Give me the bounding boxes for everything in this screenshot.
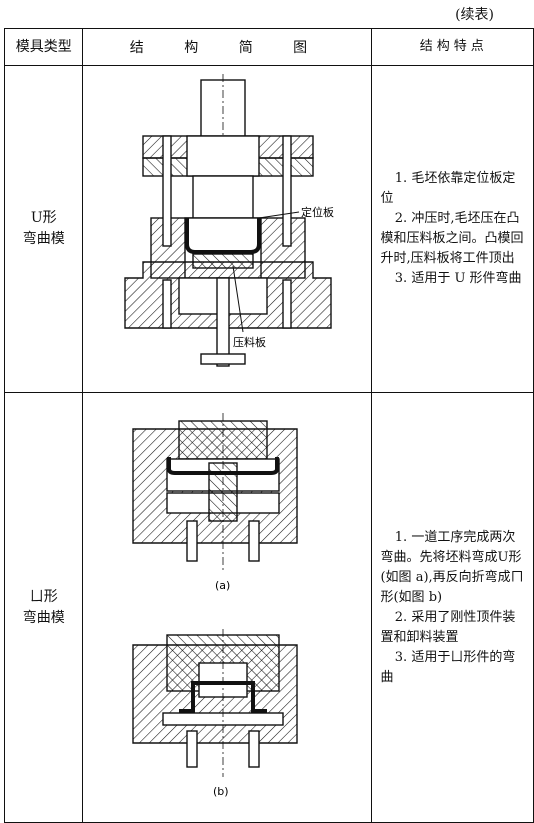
feature-item: 2. 采用了刚性顶件装置和卸料装置: [380, 609, 516, 645]
u-die-drawing: 定位板 压料板: [124, 74, 334, 367]
die-type-table: 模具类型 结 构 简 图 结构特点 U形 弯曲模: [3, 28, 534, 823]
die-type-line: U形: [30, 210, 57, 226]
header-die-type: 模具类型: [3, 28, 84, 66]
figure-a-label: (a): [215, 579, 230, 592]
table-row: U形 弯曲模: [3, 65, 534, 393]
table-row: ㄩ形 弯曲模: [3, 392, 534, 823]
positioning-plate-label: 定位板: [301, 205, 334, 219]
continued-label: (续表): [455, 7, 494, 23]
header-features: 结构特点: [371, 28, 534, 66]
table-header-row: 模具类型 结 构 简 图 结构特点: [3, 28, 534, 66]
feature-item: 3. 适用于ㄩ形件的弯曲: [380, 649, 516, 685]
feature-item: 2. 冲压时,毛坯压在凸模和压料板之间。凸模回升时,压料板将工件顶出: [380, 211, 524, 266]
sketch-cell: 定位板 压料板: [82, 65, 373, 393]
feature-item: 3. 适用于 U 形件弯曲: [394, 271, 522, 286]
figure-b-label: (b): [213, 785, 229, 798]
die-type-line: 弯曲模: [22, 231, 65, 247]
die-type-line: 弯曲模: [22, 609, 65, 626]
features-cell: 1. 毛坯依靠定位板定位 2. 冲压时,毛坯压在凸模和压料板之间。凸模回升时,压…: [371, 65, 534, 393]
features-cell: 1. 一道工序完成两次弯曲。先将坯料弯成U形(如图 a),再反向折弯成ㄇ形(如图…: [371, 392, 534, 823]
feature-item: 1. 一道工序完成两次弯曲。先将坯料弯成U形(如图 a),再反向折弯成ㄇ形(如图…: [380, 529, 524, 605]
channel-die-drawing: (a) (b): [132, 413, 299, 798]
die-type-line: ㄩ形: [29, 588, 58, 605]
header-sketch: 结 构 简 图: [82, 28, 373, 66]
die-type-cell: U形 弯曲模: [3, 65, 84, 393]
feature-item: 1. 毛坯依靠定位板定位: [380, 171, 516, 206]
sketch-cell: (a) (b): [82, 392, 373, 823]
pressure-plate-label: 压料板: [233, 335, 266, 349]
die-type-cell: ㄩ形 弯曲模: [3, 392, 84, 823]
